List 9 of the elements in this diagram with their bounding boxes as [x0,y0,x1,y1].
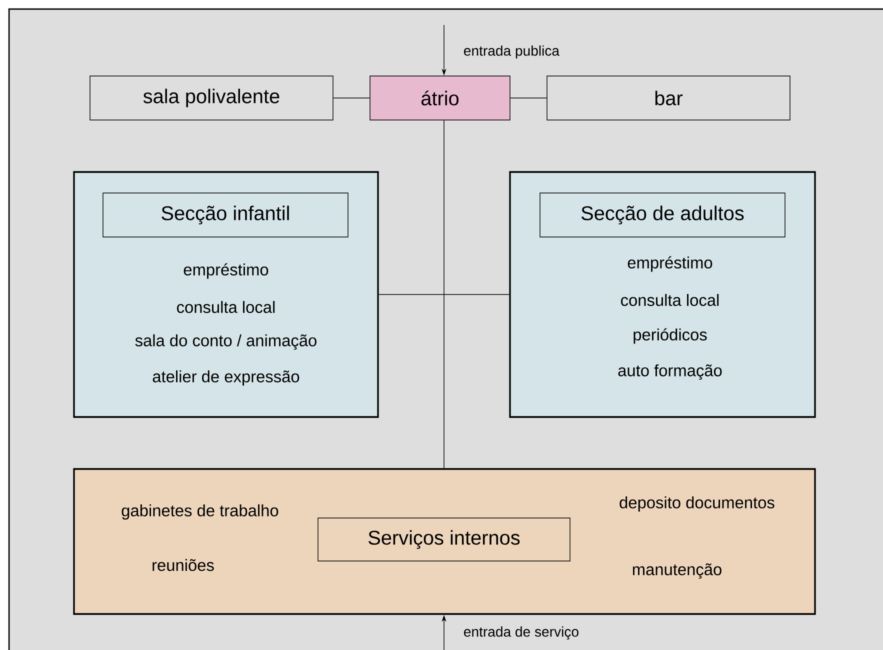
heading-box: Secção de adultos [540,192,786,238]
room-box: sala polivalente [90,76,334,120]
room-box: átrio [370,76,510,120]
heading-box: Serviços internos [318,518,570,562]
connector [378,294,510,295]
edge-label: entrada publica [464,45,560,59]
room-box: bar [546,76,790,120]
edge-label: entrada de serviço [464,626,578,640]
heading-box: Secção infantil [102,192,348,238]
